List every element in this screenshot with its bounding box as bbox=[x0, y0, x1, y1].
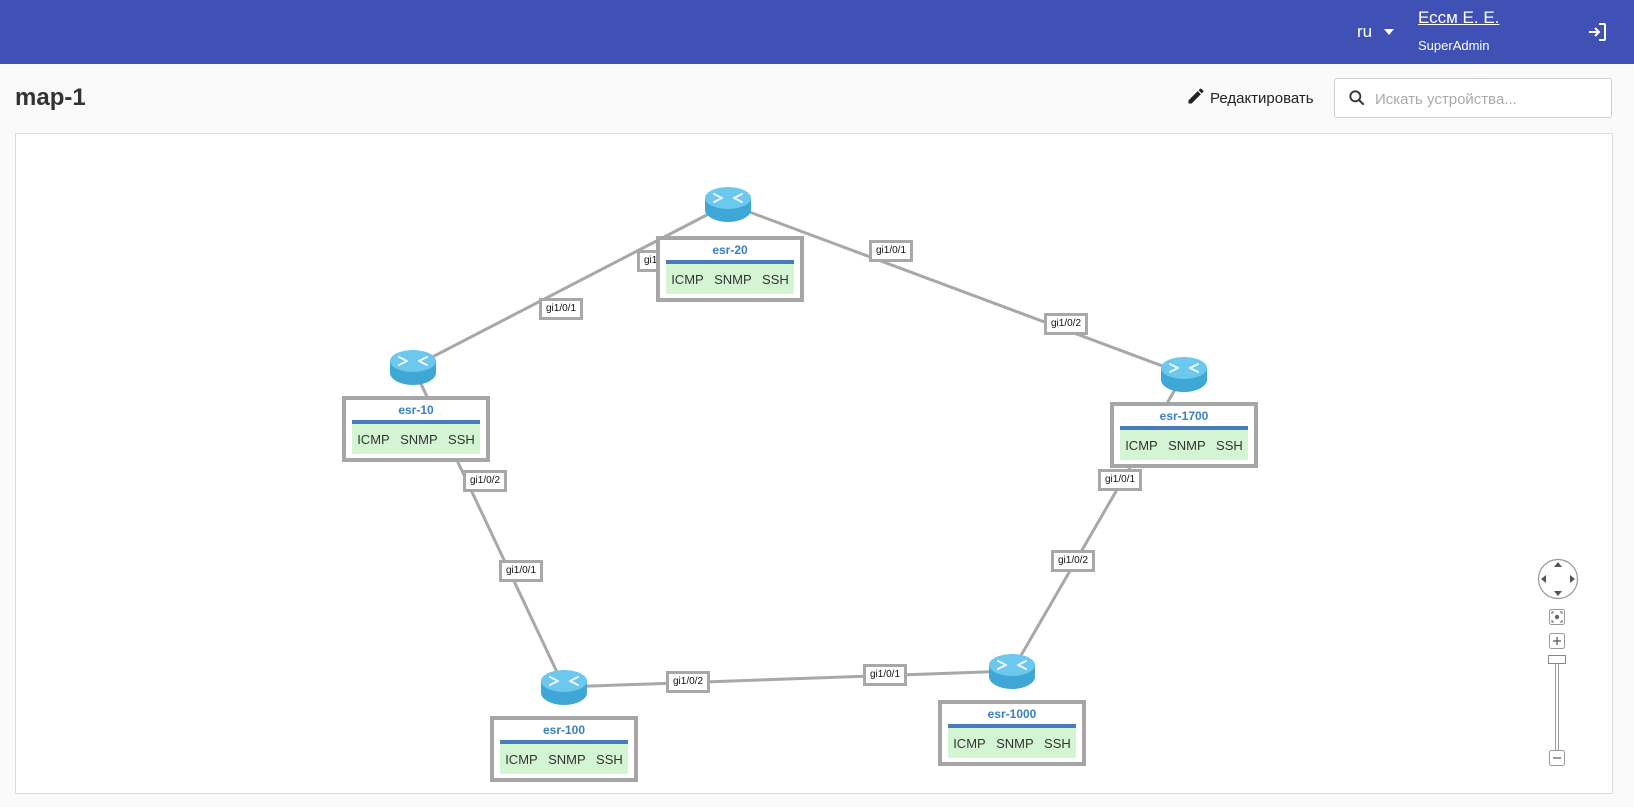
router-icon[interactable] bbox=[1158, 352, 1210, 396]
port-label: gi1/0/1 bbox=[868, 240, 914, 262]
protocol-status: SNMP bbox=[996, 735, 1034, 751]
port-label: gi1/0/1 bbox=[1097, 469, 1143, 491]
link-esr-100-esr-1000[interactable] bbox=[563, 669, 1013, 689]
protocol-status: ICMP bbox=[505, 751, 538, 767]
protocol-status: SNMP bbox=[714, 271, 752, 287]
port-label: gi1/0/1 bbox=[498, 560, 544, 582]
pan-navigation-control[interactable] bbox=[1537, 558, 1579, 600]
port-label: gi1/0/2 bbox=[1050, 550, 1096, 572]
port-label: gi1/0/2 bbox=[462, 470, 508, 492]
protocol-status: SSH bbox=[762, 271, 789, 287]
device-divider bbox=[500, 740, 628, 744]
router-icon[interactable] bbox=[986, 649, 1038, 693]
device-divider bbox=[948, 724, 1076, 728]
protocol-status: SNMP bbox=[1168, 437, 1206, 453]
fit-to-screen-icon[interactable] bbox=[1549, 609, 1565, 625]
zoom-out-button[interactable] bbox=[1549, 750, 1565, 766]
pencil-icon bbox=[1186, 86, 1206, 110]
protocol-status-list: ICMP SNMP SSH bbox=[352, 424, 480, 454]
protocol-status: ICMP bbox=[953, 735, 986, 751]
protocol-status-list: ICMP SNMP SSH bbox=[948, 728, 1076, 758]
page-title: map-1 bbox=[15, 84, 86, 111]
device-name: esr-100 bbox=[542, 723, 586, 737]
device-divider bbox=[352, 420, 480, 424]
protocol-status-list: ICMP SNMP SSH bbox=[500, 744, 628, 774]
top-app-bar: ru Ессм Е. Е. SuperAdmin bbox=[0, 0, 1634, 64]
device-divider bbox=[1120, 426, 1248, 430]
protocol-status-list: ICMP SNMP SSH bbox=[1120, 430, 1248, 460]
device-search bbox=[1334, 78, 1612, 118]
protocol-status: ICMP bbox=[357, 431, 390, 447]
language-selector[interactable]: ru bbox=[1357, 22, 1395, 42]
protocol-status: SSH bbox=[596, 751, 623, 767]
user-name-link[interactable]: Ессм Е. Е. bbox=[1418, 8, 1500, 27]
router-icon[interactable] bbox=[702, 182, 754, 226]
protocol-status: SSH bbox=[448, 431, 475, 447]
zoom-slider-handle[interactable] bbox=[1548, 655, 1566, 664]
edit-button[interactable]: Редактировать bbox=[1186, 85, 1314, 111]
port-label: gi1/0/1 bbox=[538, 298, 584, 320]
zoom-in-button[interactable] bbox=[1549, 633, 1565, 649]
link-esr-20-esr-1700[interactable] bbox=[727, 202, 1185, 376]
search-icon bbox=[1347, 88, 1367, 113]
device-divider bbox=[666, 260, 794, 264]
port-label: gi1/0/2 bbox=[1043, 313, 1089, 335]
device-name: esr-1000 bbox=[987, 707, 1037, 721]
zoom-slider-track[interactable] bbox=[1555, 656, 1559, 759]
chevron-down-icon bbox=[1384, 29, 1395, 35]
device-name: esr-20 bbox=[712, 243, 748, 257]
links-layer bbox=[411, 202, 1186, 689]
router-icon[interactable] bbox=[538, 665, 590, 709]
device-name: esr-1700 bbox=[1159, 409, 1209, 423]
protocol-status: SNMP bbox=[548, 751, 586, 767]
port-label: gi1/0/1 bbox=[862, 664, 908, 686]
network-map-canvas[interactable]: gi1/0/2 gi1/0/1 gi1/0/1 gi1/0/2 gi1/0/2 gi1/0… bbox=[15, 133, 1613, 794]
device-name: esr-10 bbox=[398, 403, 434, 417]
protocol-status: SSH bbox=[1044, 735, 1071, 751]
language-label: ru bbox=[1357, 22, 1373, 41]
user-role: SuperAdmin bbox=[1418, 38, 1490, 53]
protocol-status: ICMP bbox=[1125, 437, 1158, 453]
router-icon[interactable] bbox=[387, 345, 439, 389]
protocol-status: SNMP bbox=[400, 431, 438, 447]
link-esr-20-esr-10[interactable] bbox=[412, 202, 729, 369]
port-label: gi1/0/2 bbox=[665, 671, 711, 693]
logout-icon[interactable] bbox=[1585, 20, 1609, 44]
protocol-status-list: ICMP SNMP SSH bbox=[666, 264, 794, 294]
edit-button-label: Редактировать bbox=[1210, 89, 1314, 107]
search-input[interactable] bbox=[1373, 85, 1605, 113]
protocol-status: ICMP bbox=[671, 271, 704, 287]
protocol-status: SSH bbox=[1216, 437, 1243, 453]
